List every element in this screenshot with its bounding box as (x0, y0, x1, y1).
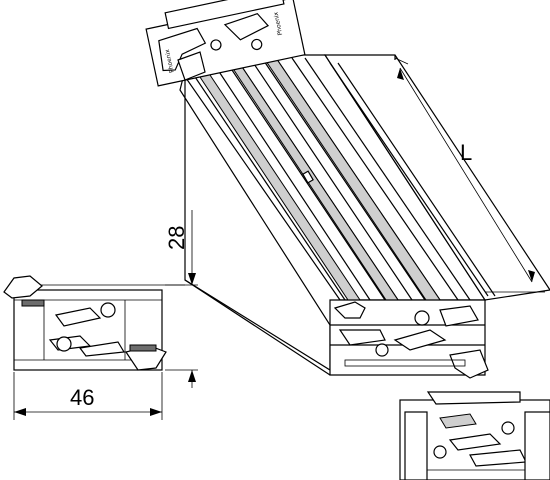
end-cap-top-rail (164, 0, 285, 30)
channel-line (184, 61, 346, 301)
detail-screw (501, 421, 515, 435)
channel-line (249, 57, 413, 301)
svg-text:Phoenix: Phoenix (272, 11, 284, 36)
detail-screw (433, 445, 447, 459)
profile-clip (393, 329, 447, 351)
dim-arrow (14, 408, 26, 416)
end-cap-seal: Phoenix Phoenix (164, 11, 284, 74)
section-hook-left (3, 275, 43, 299)
rail-edge (329, 62, 489, 297)
channel-line (261, 57, 426, 301)
extension-line (394, 57, 409, 65)
height-label: 28 (164, 226, 189, 250)
dim-arrow (188, 273, 196, 285)
svg-text:Phoenix: Phoenix (164, 48, 176, 73)
section-clip (54, 307, 102, 327)
detail-left-wall (404, 411, 428, 480)
section-screw (56, 336, 72, 352)
rail-body (168, 54, 550, 376)
dim-arrow (188, 370, 196, 382)
bottom-edge (184, 279, 331, 376)
dimension-length: L (394, 57, 545, 293)
channel-line (291, 57, 459, 301)
section-base-strip (129, 344, 157, 352)
detail-top-rail (426, 391, 521, 405)
end-cap-hook (177, 51, 206, 81)
channel-line (223, 57, 386, 301)
channel-line (304, 57, 471, 301)
end-cap-clip (223, 12, 270, 41)
end-cap-screw (251, 38, 263, 51)
end-cap-clip (158, 27, 207, 72)
detail-clip (439, 413, 477, 429)
profile-hook (333, 301, 366, 319)
detail-view (399, 391, 550, 480)
length-label: L (460, 140, 472, 165)
dimension-height: 28 (164, 210, 198, 388)
section-base-strip (21, 299, 45, 307)
rail-end-profile (333, 301, 489, 379)
dimension-width: 46 (13, 372, 163, 420)
dim-line-length (399, 67, 533, 283)
rail-right-flange (323, 54, 550, 301)
profile-clip (338, 329, 386, 346)
section-clip (78, 341, 125, 357)
detail-clip (448, 433, 502, 451)
channel-line (209, 57, 371, 301)
profile-clip (439, 305, 479, 327)
rail-edge (337, 62, 496, 297)
dim-arrow (528, 270, 535, 282)
center-slot (302, 170, 314, 184)
dim-arrow (397, 68, 404, 80)
profile-base (344, 359, 466, 367)
end-cap-screw (210, 39, 222, 51)
profile-screw (375, 343, 389, 357)
dim-arrow (150, 408, 162, 416)
detail-right-wall (524, 411, 550, 480)
width-label: 46 (70, 385, 94, 410)
section-screw (100, 302, 116, 318)
profile-screw (414, 310, 430, 326)
cross-section (3, 275, 185, 371)
